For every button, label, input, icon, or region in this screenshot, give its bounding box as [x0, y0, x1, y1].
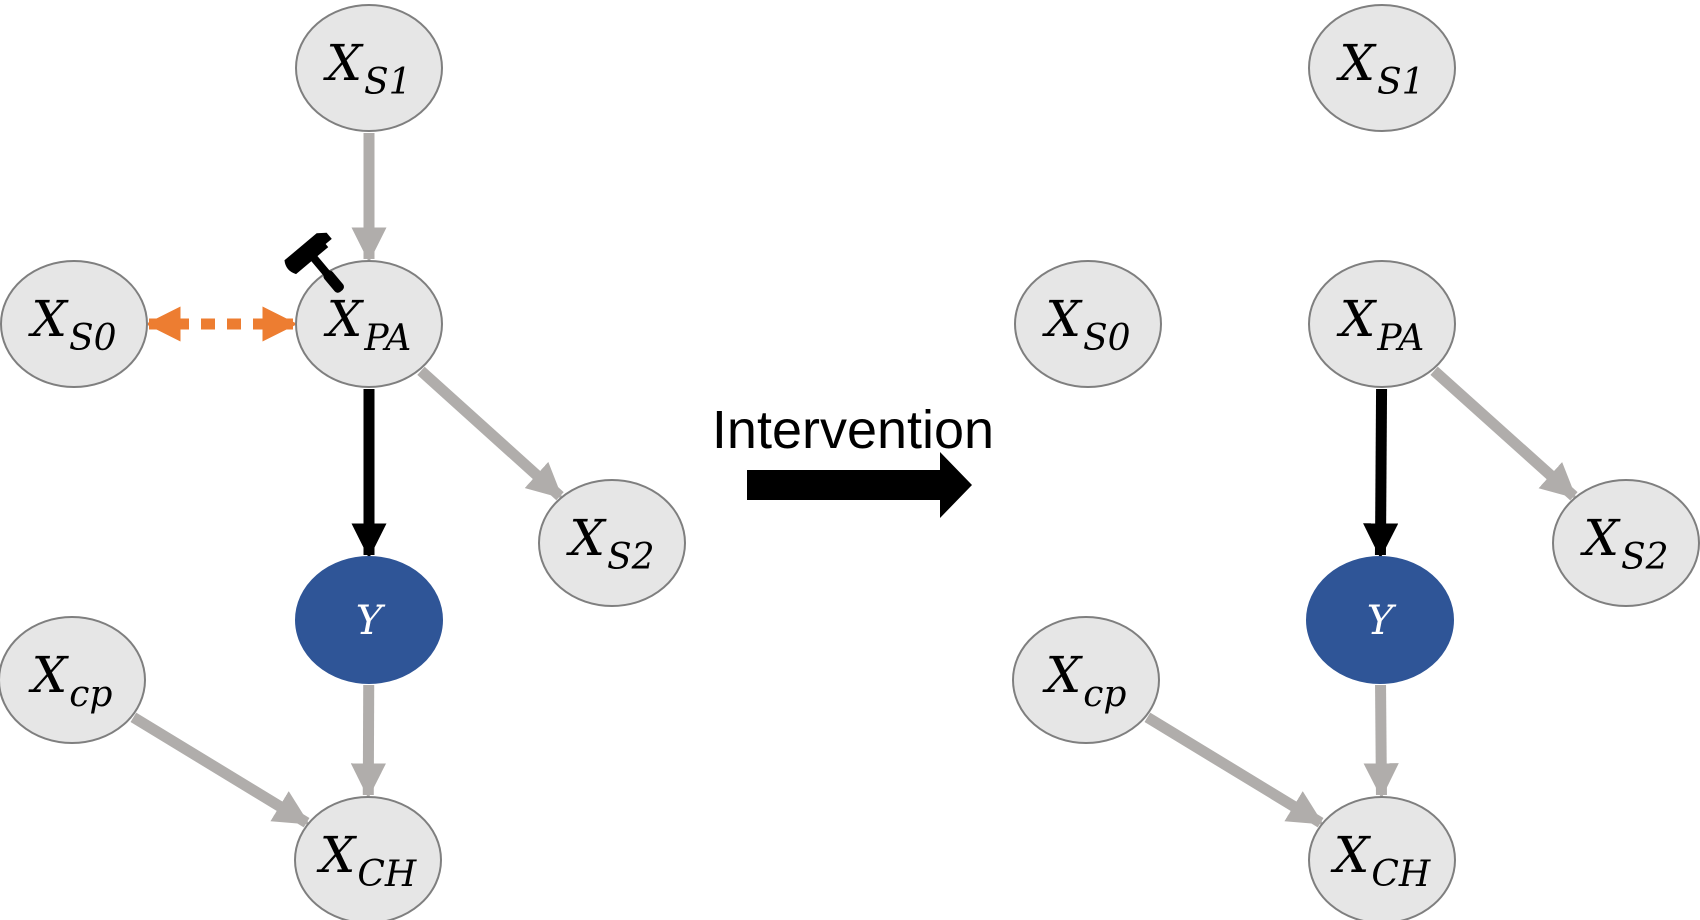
left-node-xs2: XS2 [538, 479, 686, 607]
left-node-xcp-base: X [28, 646, 70, 704]
left-node-xch-label: XCH [316, 826, 417, 895]
left-node-xch-base: X [316, 826, 358, 884]
left-node-y-label: Y [356, 598, 386, 644]
right-node-y-base: Y [1367, 598, 1397, 644]
left-edge-xpa-to-xs2 [417, 366, 564, 501]
right-node-xpa-label: XPA [1336, 290, 1425, 359]
left-node-xpa: XPA [295, 260, 443, 388]
right-node-xs1-subscript: S1 [1377, 62, 1425, 103]
left-node-xcp-subscript: cp [69, 674, 112, 715]
right-graph-edges [1144, 366, 1578, 828]
right-node-xs0-base: X [1041, 290, 1083, 348]
left-node-y-shape [295, 556, 443, 684]
right-node-xs0: XS0 [1014, 260, 1162, 388]
left-node-xs0: XS0 [0, 260, 148, 388]
left-node-xs2-base: X [565, 509, 607, 567]
left-node-y: Y [295, 556, 443, 684]
left-node-y-base: Y [356, 598, 386, 644]
left-node-xch-subscript: CH [357, 854, 417, 895]
right-node-xs2-subscript: S2 [1621, 537, 1669, 578]
right-node-xs0-subscript: S0 [1083, 318, 1131, 359]
right-node-xch-base: X [1330, 826, 1372, 884]
left-node-xs1-subscript: S1 [364, 62, 412, 103]
right-edge-y-to-xch [1363, 684, 1399, 799]
left-node-xcp-label: Xcp [28, 646, 113, 715]
right-node-xch: XCH [1308, 796, 1456, 920]
right-node-xs2-label: XS2 [1579, 509, 1668, 578]
right-node-xs0-label: XS0 [1041, 290, 1130, 359]
right-node-xch-subscript: CH [1371, 854, 1431, 895]
right-node-xs0-shape [1014, 260, 1162, 388]
left-graph-edges [130, 133, 564, 828]
left-node-xs2-subscript: S2 [607, 537, 655, 578]
intervention-label: Intervention [712, 400, 994, 460]
right-node-xs2-base: X [1579, 509, 1621, 567]
right-node-y: Y [1306, 556, 1454, 684]
left-node-xcp-shape [0, 616, 146, 744]
right-node-xcp-label: Xcp [1042, 646, 1127, 715]
left-node-xpa-shape [295, 260, 443, 388]
right-node-xpa-base: X [1336, 290, 1378, 348]
left-node-xpa-subscript: PA [363, 318, 411, 359]
right-edge-xcp-to-xch [1144, 712, 1324, 828]
right-node-xpa-shape [1308, 260, 1456, 388]
left-node-xs0-shape [0, 260, 148, 388]
right-node-y-label: Y [1367, 598, 1397, 644]
left-edge-xcp-to-xch [130, 712, 310, 828]
right-node-xcp-subscript: cp [1083, 674, 1126, 715]
left-node-xch-shape [294, 796, 442, 920]
left-node-xs0-subscript: S0 [69, 318, 117, 359]
left-node-xpa-base: X [323, 290, 365, 348]
right-node-xch-label: XCH [1330, 826, 1431, 895]
left-node-xs2-label: XS2 [565, 509, 654, 578]
left-node-xch: XCH [294, 796, 442, 920]
right-node-xs1-base: X [1335, 34, 1377, 92]
intervention-arrow [747, 452, 972, 518]
right-node-xs2-shape [1552, 479, 1700, 607]
right-node-xs2: XS2 [1552, 479, 1700, 607]
left-node-xs1-shape [295, 4, 443, 132]
right-edge-xpa-to-xs2 [1430, 366, 1578, 501]
right-node-xch-shape [1308, 796, 1456, 920]
right-node-y-shape [1306, 556, 1454, 684]
right-node-xs1: XS1 [1308, 4, 1456, 132]
right-node-xs1-label: XS1 [1335, 34, 1424, 103]
left-node-xs1: XS1 [295, 4, 443, 132]
right-node-xcp-shape [1012, 616, 1160, 744]
hammer-icon [284, 232, 345, 293]
right-node-xs1-shape [1308, 4, 1456, 132]
right-node-xpa-subscript: PA [1376, 318, 1424, 359]
left-node-xs1-label: XS1 [322, 34, 411, 103]
left-node-xs2-shape [538, 479, 686, 607]
right-node-xpa: XPA [1308, 260, 1456, 388]
left-node-xcp: Xcp [0, 616, 146, 744]
left-node-xs0-label: XS0 [27, 290, 116, 359]
right-edge-xpa-to-y [1363, 388, 1399, 559]
left-node-xs1-base: X [322, 34, 364, 92]
left-node-xs0-base: X [27, 290, 69, 348]
right-node-xcp: Xcp [1012, 616, 1160, 744]
left-node-xpa-label: XPA [323, 290, 412, 359]
right-node-xcp-base: X [1042, 646, 1084, 704]
